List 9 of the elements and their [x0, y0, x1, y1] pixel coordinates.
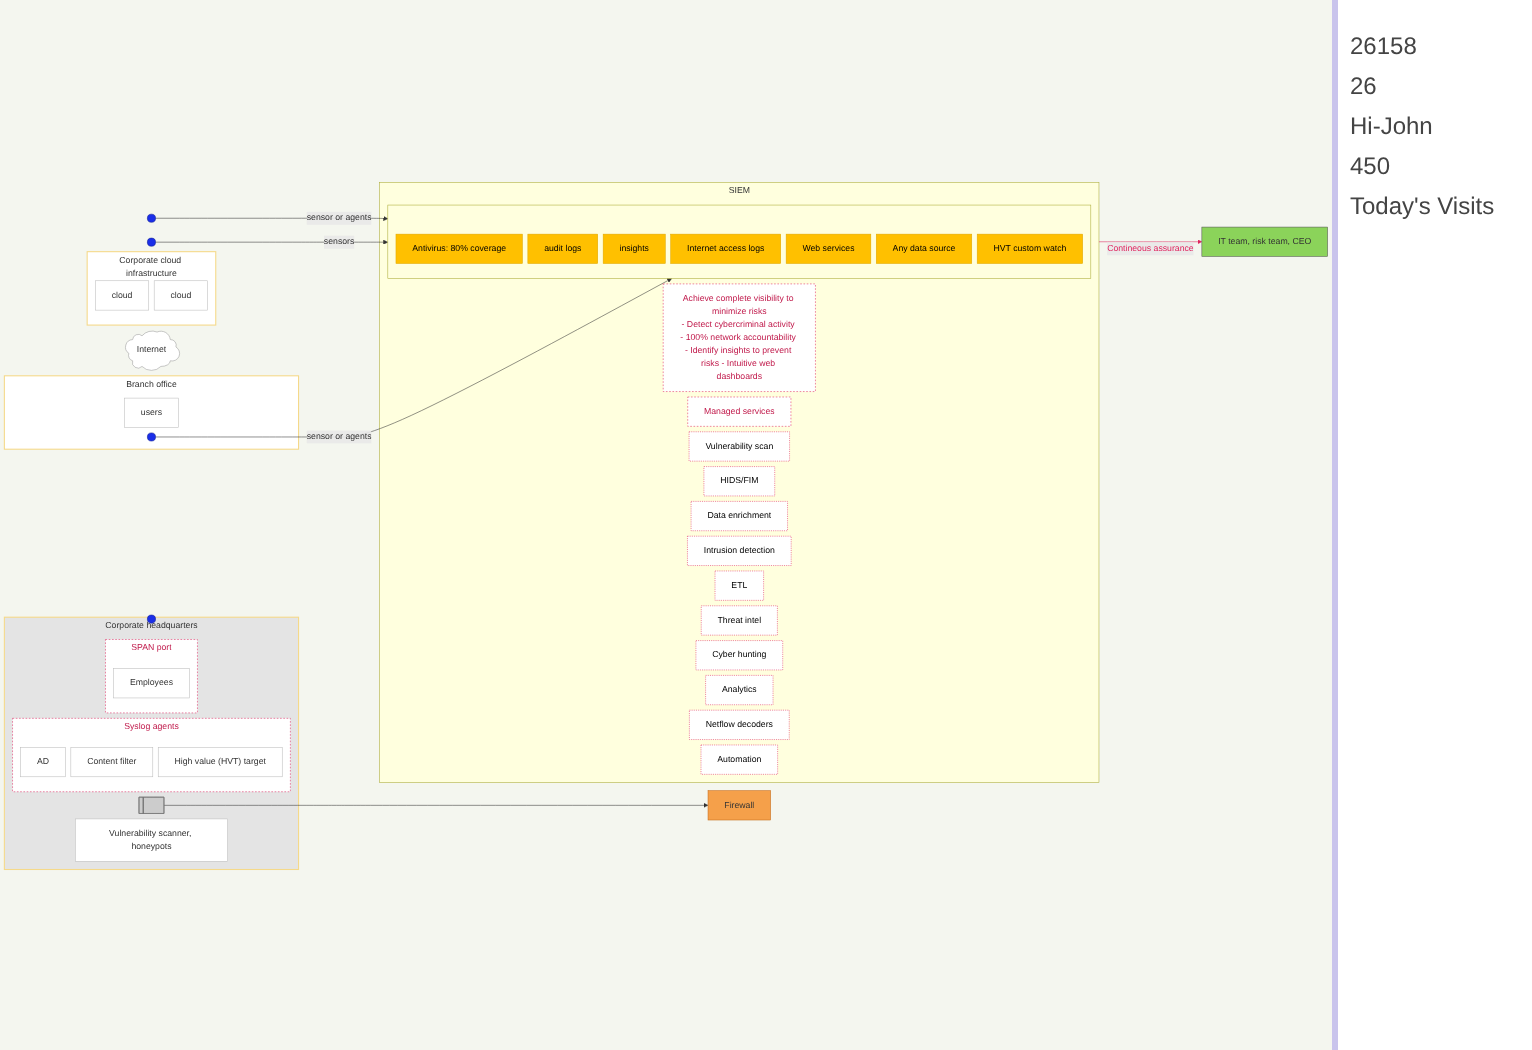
dashboard-text: 26: [1350, 72, 1379, 100]
node-circle: [147, 431, 156, 441]
node-circle: [147, 236, 156, 246]
dashboard-text: Today's Visits: [1350, 192, 1497, 220]
dashboard-text: 26158: [1350, 32, 1419, 60]
dashboard-text: Hi-John: [1350, 112, 1435, 140]
cluster: [387, 203, 1092, 278]
dashboard-text: 450: [1350, 152, 1393, 180]
node-circle: [147, 212, 156, 222]
